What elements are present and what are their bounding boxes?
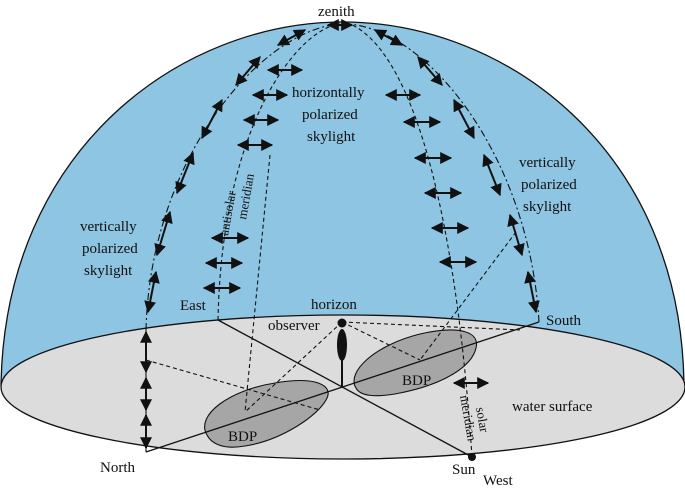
- north-label: North: [100, 460, 135, 476]
- west-label: West: [483, 473, 513, 489]
- horizon-label: horizon: [311, 297, 357, 313]
- vertical-polarization-left-line1: vertically: [80, 219, 137, 235]
- sun-label: Sun: [452, 462, 476, 478]
- vertical-polarization-right-line3: skylight: [523, 199, 572, 215]
- observer-label: observer: [268, 318, 320, 334]
- bdp-label-left: BDP: [228, 429, 257, 445]
- horizontal-polarization-label-line2: polarized: [302, 107, 358, 123]
- water-surface-label: water surface: [512, 399, 593, 415]
- vertical-polarization-left-line2: polarized: [82, 241, 138, 257]
- horizontal-polarization-label-line3: skylight: [307, 129, 356, 145]
- east-label: East: [180, 298, 207, 314]
- vertical-polarization-right-line2: polarized: [521, 177, 577, 193]
- vertical-polarization-left-line3: skylight: [84, 263, 133, 279]
- vertical-polarization-right-line1: vertically: [519, 155, 576, 171]
- zenith-label: zenith: [318, 4, 355, 20]
- bdp-label-right: BDP: [402, 373, 431, 389]
- horizontal-polarization-label-line1: horizontally: [292, 85, 365, 101]
- sun-marker: [468, 453, 476, 461]
- south-label: South: [546, 313, 582, 329]
